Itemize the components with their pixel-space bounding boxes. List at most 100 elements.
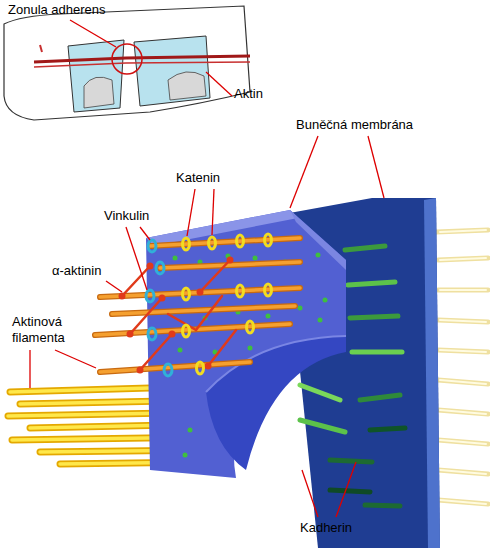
far-actin-core-part [440, 440, 486, 444]
membrane-front-part [146, 210, 346, 478]
cadherin-rods-part [330, 460, 372, 462]
leader-lines-part [290, 136, 318, 208]
catenin-clips-part [237, 235, 244, 247]
catenin-clips-part [183, 288, 190, 300]
cadherin-rods-part [350, 316, 398, 318]
vinculin-clips-part [148, 240, 156, 252]
part-label: Aktinová filamenta [12, 314, 90, 346]
far-actin-filaments-part [438, 380, 488, 384]
far-actin-core-part [440, 380, 486, 384]
leader-lines-part [368, 136, 384, 198]
membrane-dots-part [316, 253, 321, 258]
actin-filaments-core-part [150, 238, 300, 246]
leader-lines-part [187, 189, 195, 236]
cell-inset-part [4, 6, 250, 120]
leader-lines-part [126, 227, 147, 290]
leader-lines-part [302, 470, 318, 517]
far-actin-core [440, 230, 486, 504]
part-label: Buněčná membrána [296, 117, 413, 133]
cell-inset-part [40, 45, 42, 52]
far-actin-filaments [436, 230, 488, 504]
part-label: Zonula adherens [8, 2, 106, 18]
catenin-clips-part [237, 285, 244, 297]
cadherin-rods-part [330, 490, 370, 492]
far-actin-filaments-part [438, 258, 488, 260]
membrane-front-part [206, 336, 346, 470]
catenin-clips-part [209, 237, 216, 249]
cadherin-rods-part [345, 246, 385, 250]
membrane-dots-part [188, 428, 193, 433]
leader-lines-part [29, 350, 30, 388]
far-actin-core-part [440, 500, 486, 504]
actin-filaments-part [100, 362, 250, 372]
cell-inset-part [112, 44, 142, 74]
far-actin-filaments-part [436, 230, 488, 232]
membrane-dots [170, 253, 328, 458]
vinculin-clips-part [146, 290, 154, 302]
alpha-actinin-links-part [208, 330, 236, 366]
actin-filaments-part [95, 324, 290, 335]
far-actin-filaments-part [438, 288, 488, 293]
far-actin-core-part [440, 258, 486, 260]
membrane-dots-part [178, 348, 183, 353]
alpha-actinin-ends-part [119, 293, 126, 300]
catenin-clips [183, 234, 272, 374]
membrane-front [146, 210, 346, 478]
catenin-clips-part [197, 362, 204, 374]
far-actin-filaments-part [438, 500, 488, 504]
catenin-clips-part [247, 321, 254, 333]
alpha-actinin-ends-part [127, 331, 134, 338]
far-actin-core-part [440, 350, 486, 352]
cell-inset-part [84, 77, 114, 108]
cadherin-rods-part [365, 505, 400, 506]
cadherin-rods-part [370, 428, 405, 430]
alpha-actinin-ends [119, 257, 234, 374]
far-actin-core-part [440, 470, 486, 474]
leader-lines-part [70, 20, 116, 47]
far-actin-filaments-part [438, 320, 488, 322]
leader-lines-part [212, 189, 214, 235]
part-label: Katenin [176, 170, 220, 186]
far-actin-core-part [440, 410, 486, 414]
alpha-actinin-ends-part [197, 289, 204, 296]
part-label: Kadherin [300, 520, 352, 536]
cadherin-rods-part [360, 395, 400, 400]
alpha-actinin-ends-part [227, 257, 234, 264]
far-actin-filaments-part [438, 350, 488, 352]
alpha-actinin-links-part [130, 298, 162, 334]
catenin-clips-part [183, 325, 190, 337]
alpha-actinin-ends-part [205, 363, 212, 370]
cadherin-rods-part [300, 385, 340, 400]
far-actin-core-part [440, 230, 486, 232]
membrane-dots-part [318, 318, 323, 323]
alpha-actinin-links [122, 260, 236, 370]
leader-lines-part [140, 227, 150, 240]
alpha-actinin-links-part [196, 296, 222, 330]
membrane-dots-part [183, 453, 188, 458]
leader-lines-part [336, 462, 356, 517]
part-label: Vinkulin [104, 208, 149, 224]
leader-lines [30, 20, 384, 517]
cell-inset-part [168, 72, 206, 100]
catenin-clips-part [183, 238, 190, 250]
vinculin-clips-part [148, 328, 156, 340]
cadherin-rods-part [300, 420, 345, 432]
alpha-actinin-ends-part [137, 367, 144, 374]
catenin-clips-part [265, 234, 272, 246]
membrane-dots-part [173, 256, 178, 261]
membrane-dots-part [298, 306, 303, 311]
actin-filaments-core-part [95, 324, 290, 335]
part-label: Aktin [234, 86, 263, 102]
far-actin-filaments-part [438, 440, 488, 444]
far-actin-filaments-part [438, 410, 488, 414]
part-label: α-aktinin [52, 263, 101, 279]
vinculin-clips [146, 240, 172, 376]
alpha-actinin-ends-part [159, 295, 166, 302]
membrane-dots-part [253, 256, 258, 261]
leader-lines-part [206, 72, 232, 96]
actin-filaments-part [150, 238, 300, 246]
membrane-back-part [424, 198, 440, 548]
cadherin-rods-part [352, 350, 402, 355]
far-actin-filaments-part [438, 470, 488, 474]
